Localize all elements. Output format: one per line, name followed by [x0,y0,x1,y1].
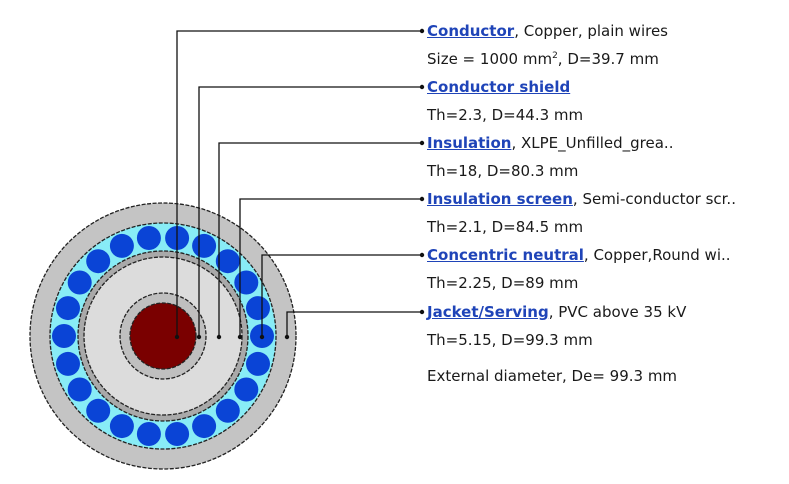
neutral-wire [52,324,76,348]
neutral-wire [234,377,259,402]
leader-end-dot [216,334,222,340]
layer-label-insulation-screen: Insulation screen, Semi-conductor scr.. … [427,185,736,241]
concentric-neutral-desc: , Copper,Round wi.. [583,246,731,264]
neutral-wire [67,377,92,402]
leader-arrow-dot [419,309,425,315]
layer-label-conductor-shield: Conductor shield Th=2.3, D=44.3 mm [427,73,583,129]
conductor-desc: , Copper, plain wires [514,22,668,40]
neutral-wire [192,233,217,258]
leader-end-dot [196,334,202,340]
insulation-desc: , XLPE_Unfilled_grea.. [511,134,674,152]
neutral-wire [215,398,240,423]
layer-label-conductor: Conductor, Copper, plain wires Size = 10… [427,17,668,73]
neutral-wire [234,270,259,295]
neutral-wire [56,351,80,376]
neutral-wire [109,233,134,258]
leader-arrow-dot [419,28,425,34]
leader-line [176,30,421,337]
neutral-wire [192,414,217,439]
insulation-dims: Th=18, D=80.3 mm [427,162,579,180]
leader-end-dot [259,334,265,340]
neutral-wire [86,398,111,423]
neutral-wire [136,422,161,446]
leader-arrow-dot [419,252,425,258]
conductor-link[interactable]: Conductor [427,22,515,40]
neutral-wire [56,296,80,321]
insulation-screen-dims: Th=2.1, D=84.5 mm [427,218,584,236]
insulation-link[interactable]: Insulation [427,134,512,152]
leader-arrow-dot [419,196,425,202]
neutral-wire [215,249,240,274]
conductor-diameter: , D=39.7 mm [557,50,659,68]
neutral-wire [86,249,111,274]
insulation-screen-desc: , Semi-conductor scr.. [572,190,736,208]
jacket-desc: , PVC above 35 kV [548,303,687,321]
jacket-dims: Th=5.15, D=99.3 mm [427,331,593,349]
external-diameter: External diameter, De= 99.3 mm [427,367,678,385]
layer-label-insulation: Insulation, XLPE_Unfilled_grea.. Th=18, … [427,129,673,185]
leader-lines [174,28,425,340]
concentric-neutral-dims: Th=2.25, D=89 mm [427,274,579,292]
leader-arrow-dot [419,140,425,146]
conductor-shield-link[interactable]: Conductor shield [427,78,571,96]
leader-arrow-dot [419,84,425,90]
leader-end-dot [284,334,290,340]
conductor-shield-dims: Th=2.3, D=44.3 mm [427,106,584,124]
jacket-link[interactable]: Jacket/Serving [427,303,549,321]
leader-line [239,198,421,337]
leader-line [218,142,421,337]
neutral-wire [109,414,134,439]
insulation-screen-link[interactable]: Insulation screen [427,190,573,208]
layer-label-jacket: Jacket/Serving, PVC above 35 kV Th=5.15,… [427,298,686,354]
neutral-wire [67,270,92,295]
leader-end-dot [237,334,243,340]
neutral-wire [165,422,190,446]
neutral-wire [136,226,161,250]
concentric-neutral-link[interactable]: Concentric neutral [427,246,584,264]
conductor-size: Size = 1000 mm [427,50,553,68]
neutral-wire [246,296,270,321]
leader-line [261,254,421,337]
leader-line [198,86,421,337]
leader-line [286,311,421,337]
conductor-core [129,302,197,370]
neutral-wire [246,351,270,376]
conductor-size-sup: 2 [552,51,558,61]
layer-label-concentric-neutral: Concentric neutral, Copper,Round wi.. Th… [427,241,731,297]
leader-end-dot [174,334,180,340]
